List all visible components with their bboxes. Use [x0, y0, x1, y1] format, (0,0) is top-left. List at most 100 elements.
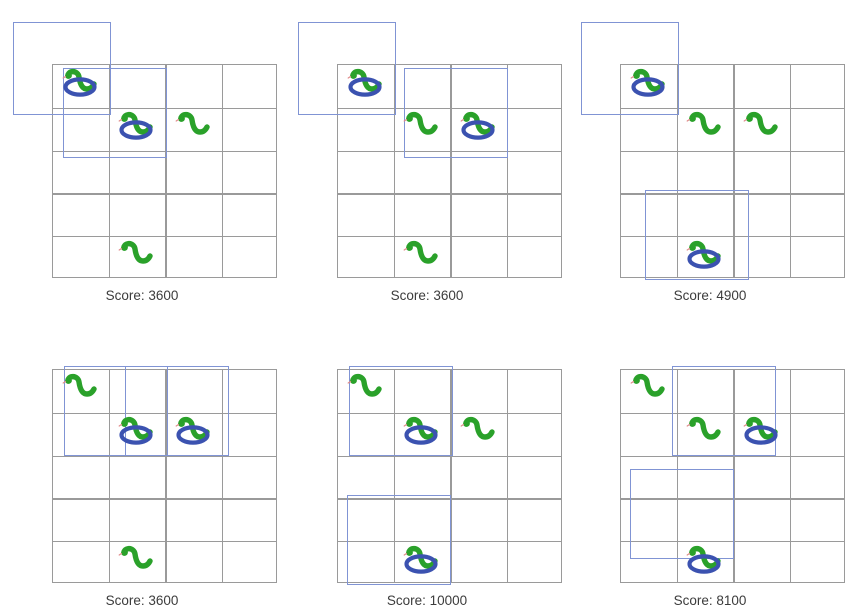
snake-icon[interactable]	[399, 110, 443, 146]
selection-rectangle[interactable]	[64, 366, 168, 456]
grid-line-vertical	[221, 65, 223, 277]
snake-icon[interactable]	[456, 415, 500, 451]
selection-rectangle[interactable]	[63, 68, 167, 158]
grid-line-horizontal	[621, 541, 844, 543]
grid-line-horizontal	[338, 150, 561, 152]
score-label: Score: 8100	[673, 593, 747, 608]
grid-line-horizontal	[621, 193, 844, 195]
selection-rectangle[interactable]	[645, 190, 749, 280]
panel-stage	[285, 0, 569, 304]
panel-panel-3: Score: 4900	[568, 0, 852, 304]
grid-line-vertical	[677, 370, 679, 582]
grid-line-horizontal	[53, 107, 276, 110]
score-label: Score: 4900	[673, 288, 747, 303]
game-grid[interactable]	[620, 369, 845, 583]
grid-line-horizontal	[621, 236, 844, 238]
snake-icon[interactable]	[171, 110, 215, 146]
panel-panel-6: Score: 8100	[568, 305, 852, 609]
grid-line-vertical	[394, 65, 396, 277]
lassoed-snake-icon[interactable]	[114, 110, 158, 146]
grid-line-horizontal	[621, 455, 844, 457]
grid-line-vertical	[221, 370, 223, 582]
grid-line-horizontal	[53, 541, 276, 543]
lassoed-snake-icon[interactable]	[399, 415, 443, 451]
grid-line-horizontal	[338, 455, 561, 457]
grid-line-horizontal	[53, 236, 276, 238]
grid-line-vertical	[165, 370, 167, 582]
grid-line-vertical	[165, 65, 167, 277]
lassoed-snake-icon[interactable]	[343, 67, 387, 103]
selection-rectangle[interactable]	[125, 366, 229, 456]
selection-rectangle[interactable]	[404, 68, 508, 158]
lassoed-snake-icon[interactable]	[626, 67, 670, 103]
score-label: Score: 3600	[105, 288, 179, 303]
grid-line-horizontal	[621, 498, 844, 500]
lassoed-snake-icon[interactable]	[456, 110, 500, 146]
panel-panel-1: Score: 3600	[0, 0, 284, 304]
grid-line-vertical	[450, 370, 452, 582]
lassoed-snake-icon[interactable]	[682, 544, 726, 580]
panel-panel-5: Score: 10000	[285, 305, 569, 609]
grid-line-horizontal	[338, 107, 561, 110]
grid-line-horizontal	[621, 412, 844, 415]
snake-icon[interactable]	[682, 110, 726, 146]
selection-rectangle[interactable]	[672, 366, 776, 456]
game-grid[interactable]	[52, 64, 277, 278]
grid-line-horizontal	[621, 107, 844, 110]
lassoed-snake-icon[interactable]	[114, 415, 158, 451]
panel-stage	[568, 305, 852, 609]
snake-icon[interactable]	[343, 372, 387, 408]
grid-line-vertical	[789, 65, 791, 277]
grid-line-horizontal	[53, 498, 276, 500]
grid-line-vertical	[506, 65, 508, 277]
selection-rectangle[interactable]	[347, 495, 451, 585]
grid-line-vertical	[506, 370, 508, 582]
score-label: Score: 10000	[386, 593, 468, 608]
lassoed-snake-icon[interactable]	[682, 239, 726, 275]
grid-line-vertical	[109, 370, 111, 582]
lassoed-snake-icon[interactable]	[58, 67, 102, 103]
lassoed-snake-icon[interactable]	[171, 415, 215, 451]
grid-line-horizontal	[338, 498, 561, 500]
game-grid[interactable]	[337, 64, 562, 278]
snake-icon[interactable]	[114, 544, 158, 580]
selection-rectangle[interactable]	[349, 366, 453, 456]
grid-line-horizontal	[338, 236, 561, 238]
panel-stage	[285, 305, 569, 609]
grid-line-horizontal	[53, 455, 276, 457]
game-grid[interactable]	[337, 369, 562, 583]
grid-line-vertical	[733, 65, 735, 277]
selection-rectangle[interactable]	[630, 469, 734, 559]
grid-line-horizontal	[338, 541, 561, 543]
panel-stage	[0, 0, 284, 304]
grid-line-vertical	[450, 65, 452, 277]
grid-line-vertical	[789, 370, 791, 582]
score-label: Score: 3600	[390, 288, 464, 303]
lassoed-snake-icon[interactable]	[399, 544, 443, 580]
selection-rectangle[interactable]	[298, 22, 396, 115]
grid-line-horizontal	[621, 150, 844, 152]
lassoed-snake-icon[interactable]	[739, 415, 783, 451]
snake-icon[interactable]	[58, 372, 102, 408]
grid-line-horizontal	[53, 193, 276, 195]
panel-stage	[0, 305, 284, 609]
snake-icon[interactable]	[399, 239, 443, 275]
game-grid[interactable]	[620, 64, 845, 278]
grid-line-vertical	[394, 370, 396, 582]
grid-line-vertical	[733, 370, 735, 582]
snake-icon[interactable]	[626, 372, 670, 408]
grid-line-vertical	[677, 65, 679, 277]
panel-panel-4: Score: 3600	[0, 305, 284, 609]
panel-stage	[568, 0, 852, 304]
grid-line-vertical	[109, 65, 111, 277]
grid-line-horizontal	[53, 412, 276, 415]
grid-line-horizontal	[53, 150, 276, 152]
snake-icon[interactable]	[739, 110, 783, 146]
score-label: Score: 3600	[105, 593, 179, 608]
grid-line-horizontal	[338, 412, 561, 415]
snake-icon[interactable]	[114, 239, 158, 275]
selection-rectangle[interactable]	[581, 22, 679, 115]
snake-icon[interactable]	[682, 415, 726, 451]
game-grid[interactable]	[52, 369, 277, 583]
panel-panel-2: Score: 3600	[285, 0, 569, 304]
